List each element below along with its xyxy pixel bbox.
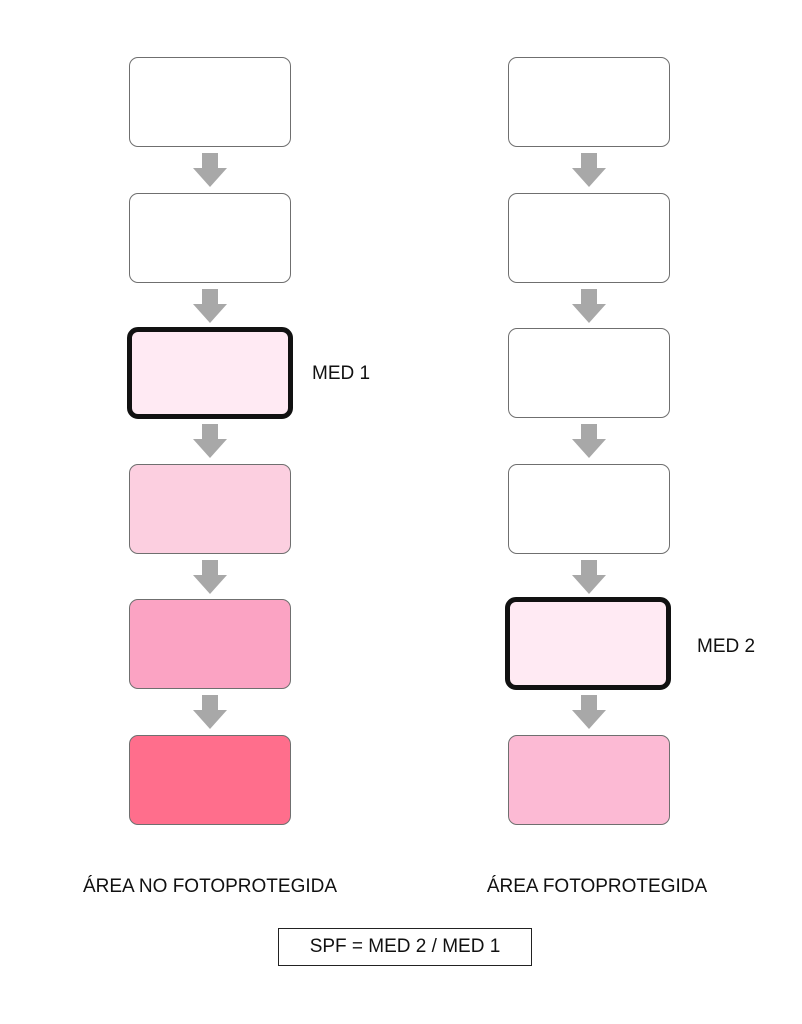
right-column-title: ÁREA FOTOPROTEGIDA: [486, 876, 708, 897]
right-down-arrow-3: [572, 424, 606, 458]
left-down-arrow-2: [193, 289, 227, 323]
right-step-3-box: [508, 328, 670, 418]
right-down-arrow-2: [572, 289, 606, 323]
left-step-3-box-med1: [127, 327, 293, 419]
right-down-arrow-4: [572, 560, 606, 594]
right-step-2-box: [508, 193, 670, 283]
right-down-arrow-1: [572, 153, 606, 187]
right-down-arrow-5: [572, 695, 606, 729]
left-step-6-box: [129, 735, 291, 825]
left-column-title: ÁREA NO FOTOPROTEGIDA: [82, 876, 338, 897]
left-step-1-box: [129, 57, 291, 147]
med1-label: MED 1: [312, 363, 371, 384]
spf-formula-box: SPF = MED 2 / MED 1: [278, 928, 532, 966]
left-step-5-box: [129, 599, 291, 689]
left-step-2-box: [129, 193, 291, 283]
left-down-arrow-3: [193, 424, 227, 458]
right-step-5-box-med2: [505, 597, 671, 690]
left-down-arrow-5: [193, 695, 227, 729]
left-down-arrow-4: [193, 560, 227, 594]
right-step-4-box: [508, 464, 670, 554]
right-step-6-box: [508, 735, 670, 825]
right-step-1-box: [508, 57, 670, 147]
med2-label: MED 2: [697, 636, 756, 657]
left-down-arrow-1: [193, 153, 227, 187]
left-step-4-box: [129, 464, 291, 554]
